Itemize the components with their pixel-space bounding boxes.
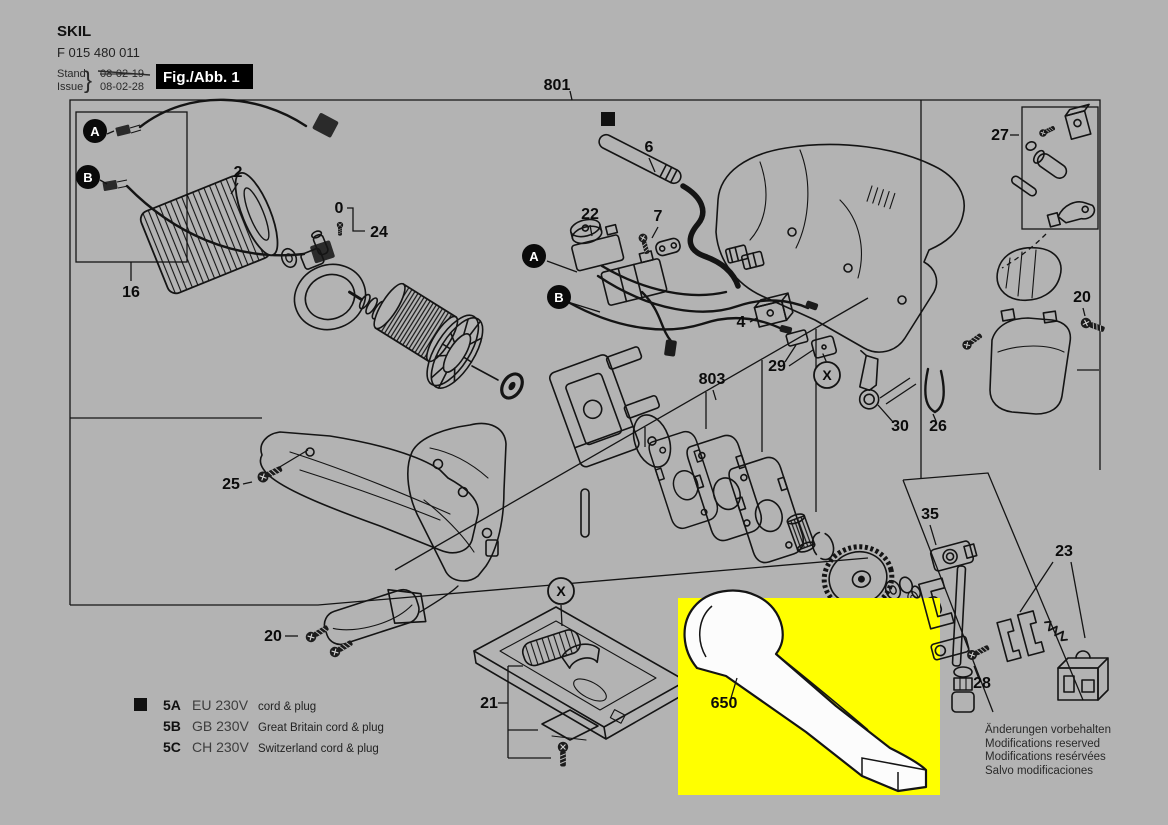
callout-801: 801 [544, 77, 571, 94]
rear-housing [715, 143, 965, 353]
frame-lines [69, 90, 1101, 713]
callout-2: 2 [234, 164, 243, 181]
callout-20-bottom: 20 [264, 628, 282, 645]
circlip [811, 531, 835, 561]
figure-label: Fig./Abb. 1 [163, 69, 240, 86]
wire-form-part26 [924, 367, 945, 414]
ref-x-bottom: X [556, 583, 566, 599]
support-bracket [548, 346, 660, 538]
callout-26: 26 [929, 418, 947, 435]
screw-25-leader [277, 449, 309, 469]
pads-part29 [785, 329, 838, 362]
power-cord [598, 112, 741, 289]
figure-label-box [156, 64, 253, 89]
front-housing [259, 422, 507, 582]
highlight-group [678, 589, 940, 795]
ref-a-mid: A [529, 249, 539, 264]
wire-harness [566, 244, 819, 357]
callout-20-top: 20 [1073, 289, 1091, 306]
leader-lines [99, 130, 1086, 759]
plate-stack [632, 414, 808, 567]
armature-fan [426, 314, 484, 389]
callout-0: 0 [335, 200, 344, 217]
blade-holder-part23 [996, 610, 1109, 701]
callout-23: 23 [1055, 543, 1073, 560]
callout-6: 6 [645, 139, 654, 156]
switch-assembly [566, 218, 819, 357]
modification-notes: Änderungen vorbehalten Modifications res… [985, 724, 1111, 777]
brush-wire-a [138, 98, 308, 129]
brand-text: SKIL [57, 23, 91, 40]
issue-label: Issue [57, 81, 83, 93]
slide-cover [323, 585, 459, 646]
brace-glyph: } [84, 67, 92, 94]
date-old: 08-02-19 [100, 68, 144, 80]
title-block: SKIL F 015 480 011 Stand Issue } 08-02-1… [57, 23, 253, 94]
terminal-a-connector [115, 124, 142, 137]
callout-28: 28 [973, 675, 991, 692]
callout-21: 21 [480, 695, 498, 712]
ref-a-left: A [90, 124, 100, 139]
callout-4: 4 [737, 314, 746, 331]
ball-bearing [500, 372, 524, 400]
armature-shaft [471, 365, 499, 381]
note-en: Modifications reserved [985, 738, 1100, 750]
bottom-cover [989, 308, 1072, 415]
callout-labels: 801 16 2 0 24 22 6 7 27 20 4 29 30 26 80… [122, 77, 1091, 712]
switch-block-part4 [753, 292, 794, 328]
legend-desc-5a: cord & plug [258, 701, 316, 713]
stator-drawing [139, 171, 300, 295]
model-number: F 015 480 011 [57, 45, 140, 60]
legend-code-5b: 5B [163, 718, 181, 734]
callout-29: 29 [768, 358, 786, 375]
date-new: 08-02-28 [100, 81, 144, 93]
black-square-marker [601, 112, 615, 126]
callout-24: 24 [370, 224, 388, 241]
plunger-assembly [898, 540, 978, 713]
cord-clamp [655, 237, 681, 257]
legend-desc-5c: Switzerland cord & plug [258, 743, 379, 755]
motor-cap [996, 246, 1062, 301]
legend-voltage-5b: GB 230V [192, 718, 249, 734]
legend-desc-5b: Great Britain cord & plug [258, 722, 384, 734]
callout-7: 7 [654, 208, 663, 225]
callout-22: 22 [581, 206, 599, 223]
legend-black-square [134, 698, 147, 711]
callout-25: 25 [222, 476, 240, 493]
roller-lever-part30 [858, 349, 880, 410]
armature-drawing [348, 282, 524, 400]
callout-35: 35 [921, 506, 939, 523]
legend-voltage-5a: EU 230V [192, 697, 249, 713]
stand-label: Stand [57, 68, 86, 80]
note-de: Änderungen vorbehalten [985, 724, 1111, 736]
brush-holder-ring [293, 221, 367, 331]
ref-x-top: X [822, 367, 832, 383]
terminal-b-connector [102, 179, 129, 191]
legend-voltage-5c: CH 230V [192, 739, 249, 755]
dust-nozzle-part650 [683, 589, 928, 793]
note-es: Salvo modificaciones [985, 765, 1093, 777]
reference-markers: A B A B X X [76, 119, 841, 605]
cord-legend: 5A EU 230V cord & plug 5B GB 230V Great … [134, 697, 384, 755]
note-fr: Modifications resérvées [985, 751, 1106, 763]
ref-b-left: B [83, 170, 92, 185]
strikethrough-line [97, 70, 151, 76]
callout-16: 16 [122, 284, 140, 301]
ref-b-mid: B [554, 290, 563, 305]
callout-27: 27 [991, 127, 1009, 144]
carbon-brush-top [312, 113, 339, 138]
legend-code-5a: 5A [163, 697, 181, 713]
callout-650: 650 [711, 695, 738, 712]
callout-803: 803 [699, 371, 726, 388]
legend-code-5c: 5C [163, 739, 181, 755]
callout-30: 30 [891, 418, 909, 435]
roller-guide-part27 [1011, 103, 1096, 228]
